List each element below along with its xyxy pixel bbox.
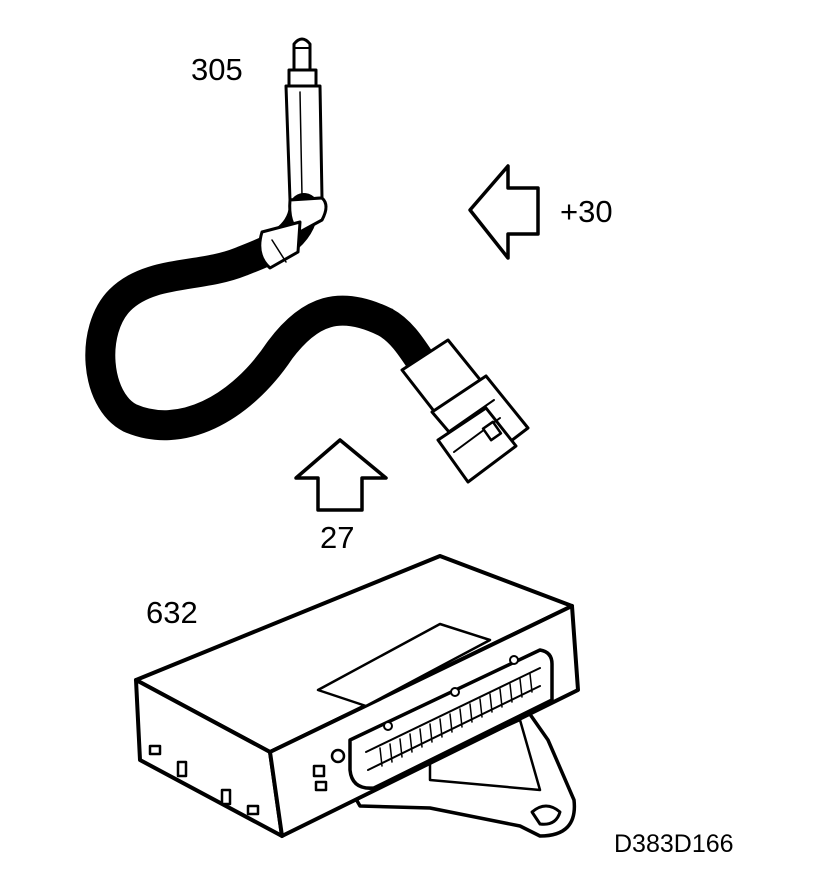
temperature-sensor-icon: [284, 37, 324, 202]
label-control-unit: 632: [146, 595, 198, 630]
arrow-up-icon: [294, 438, 388, 512]
plug-connector-icon: [400, 338, 530, 484]
label-arrow-right: +30: [560, 194, 613, 229]
arrow-left-icon: [468, 164, 540, 260]
control-module-icon: [134, 554, 580, 838]
wiring-harness-icon: [85, 193, 435, 441]
label-sensor: 305: [191, 52, 243, 87]
figure-id: D383D166: [614, 830, 734, 858]
label-arrow-up: 27: [320, 520, 355, 555]
